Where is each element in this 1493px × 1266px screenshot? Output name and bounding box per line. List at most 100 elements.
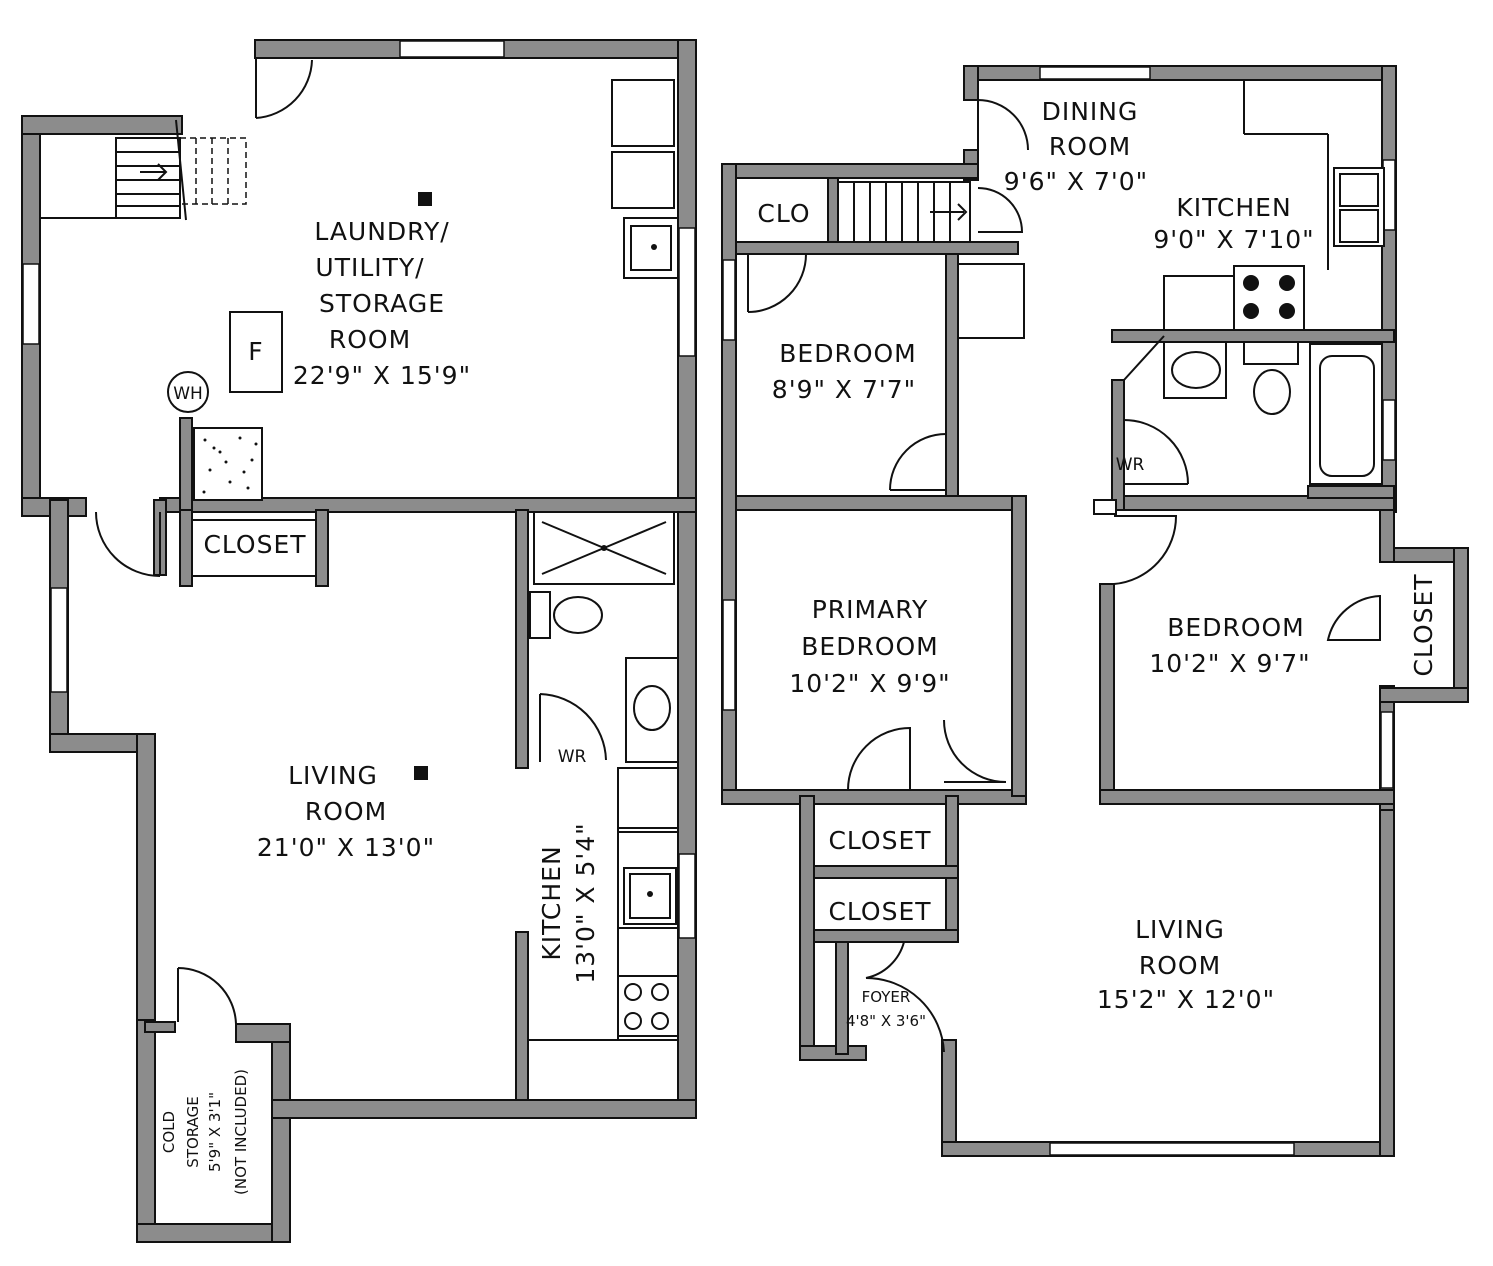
- wall: [835, 941, 849, 1055]
- kitchen-dimensions: 13'0" X 5'4": [571, 822, 600, 983]
- door: [977, 99, 1029, 151]
- closet-label: CLOSET: [828, 897, 931, 926]
- living-dimensions: 21'0" X 13'0": [257, 833, 435, 862]
- dining-label-line1: DINING: [1042, 97, 1139, 126]
- wall: [315, 509, 329, 587]
- wall: [963, 65, 1395, 81]
- wall: [136, 1223, 290, 1243]
- door: [539, 693, 607, 762]
- toilet: [553, 596, 603, 634]
- wall: [677, 39, 697, 1119]
- door: [943, 719, 1007, 783]
- washroom-label: WR: [1116, 455, 1145, 475]
- living-dimensions: 15'2" X 12'0": [1097, 985, 1275, 1014]
- closet-label: CLOSET: [828, 826, 931, 855]
- bedroom-a-label: BEDROOM: [779, 339, 917, 368]
- door: [1326, 594, 1381, 641]
- wall: [1099, 789, 1395, 805]
- laundry-label-line4: ROOM: [329, 325, 411, 354]
- kitchen-dimensions: 9'0" X 7'10": [1153, 225, 1314, 254]
- bedroom-b-label: BEDROOM: [1167, 613, 1305, 642]
- wall: [799, 1045, 867, 1061]
- wall: [235, 1023, 291, 1043]
- laundry-dimensions: 22'9" X 15'9": [293, 361, 471, 390]
- wall: [144, 1021, 176, 1033]
- wall: [136, 733, 156, 1025]
- wall: [1307, 485, 1395, 499]
- cold-storage-label-line2: STORAGE: [184, 1096, 202, 1167]
- upper-level: CLO WR CLOSET CL: [721, 65, 1469, 1157]
- laundry-tub: [623, 217, 679, 279]
- window: [50, 587, 68, 693]
- cold-storage-note: (NOT INCLUDED): [232, 1069, 250, 1195]
- wall: [179, 417, 193, 513]
- electrical-panel-marker: [418, 192, 432, 206]
- wall: [1111, 329, 1395, 343]
- wall: [1011, 495, 1027, 797]
- clo-label: CLO: [757, 199, 810, 228]
- linen-cabinet: [957, 263, 1025, 339]
- primary-label-line1: PRIMARY: [812, 595, 929, 624]
- window: [1049, 1142, 1295, 1156]
- wall: [813, 929, 959, 943]
- closet-label: CLOSET: [203, 530, 306, 559]
- sink: [633, 685, 671, 731]
- wall: [721, 789, 1027, 805]
- window: [722, 599, 736, 711]
- door: [865, 941, 905, 979]
- wall: [735, 241, 1019, 255]
- sink: [1171, 351, 1221, 389]
- dryer: [611, 151, 675, 209]
- door: [255, 58, 313, 119]
- door: [95, 511, 161, 577]
- fridge: [617, 767, 679, 829]
- counter: [1163, 275, 1237, 331]
- closet-label: CLOSET: [1409, 573, 1438, 676]
- wall: [1111, 379, 1125, 511]
- wall: [271, 1099, 697, 1119]
- wall: [941, 1039, 957, 1157]
- lower-level: F WH LAUNDRY/ UTILITY/ STORAGE ROOM 22'9…: [21, 39, 697, 1243]
- marker: [414, 766, 428, 780]
- laundry-label-line1: LAUNDRY/: [314, 217, 449, 246]
- speckled-floor: [193, 427, 263, 501]
- wall: [721, 163, 979, 179]
- door: [747, 253, 807, 313]
- window: [678, 227, 696, 357]
- wall: [136, 1019, 156, 1243]
- wall: [21, 115, 183, 135]
- cold-storage-dimensions: 5'9" X 3'1": [206, 1092, 224, 1172]
- door: [847, 726, 911, 791]
- cold-storage-label-line1: COLD: [160, 1111, 178, 1153]
- toilet-tank: [529, 591, 551, 639]
- bathtub: [1309, 343, 1383, 485]
- window: [1382, 399, 1396, 461]
- toilet: [1253, 369, 1291, 415]
- living-label-line2: ROOM: [1139, 951, 1221, 980]
- wall: [515, 931, 529, 1101]
- bedroom-a-dimensions: 8'9" X 7'7": [772, 375, 916, 404]
- wall: [1099, 583, 1115, 803]
- laundry-label-line3: STORAGE: [319, 289, 445, 318]
- washroom-label: WR: [558, 747, 587, 767]
- stairs: [40, 119, 247, 221]
- living-label-line1: LIVING: [288, 761, 378, 790]
- primary-dimensions: 10'2" X 9'9": [789, 669, 950, 698]
- water-heater-label: WH: [173, 384, 203, 404]
- wall: [179, 509, 193, 587]
- window: [722, 259, 736, 341]
- wall: [813, 865, 959, 879]
- furnace: [229, 311, 283, 393]
- door: [889, 433, 947, 491]
- dining-label-line2: ROOM: [1049, 132, 1131, 161]
- wall: [963, 65, 979, 101]
- window: [678, 853, 696, 939]
- living-label-line2: ROOM: [305, 797, 387, 826]
- foyer-dimensions: 4'8" X 3'6": [846, 1012, 926, 1030]
- window: [1380, 711, 1394, 789]
- dining-dimensions: 9'6" X 7'0": [1004, 167, 1148, 196]
- washer: [611, 79, 675, 147]
- water-heater: [167, 371, 209, 413]
- living-label-line1: LIVING: [1135, 915, 1225, 944]
